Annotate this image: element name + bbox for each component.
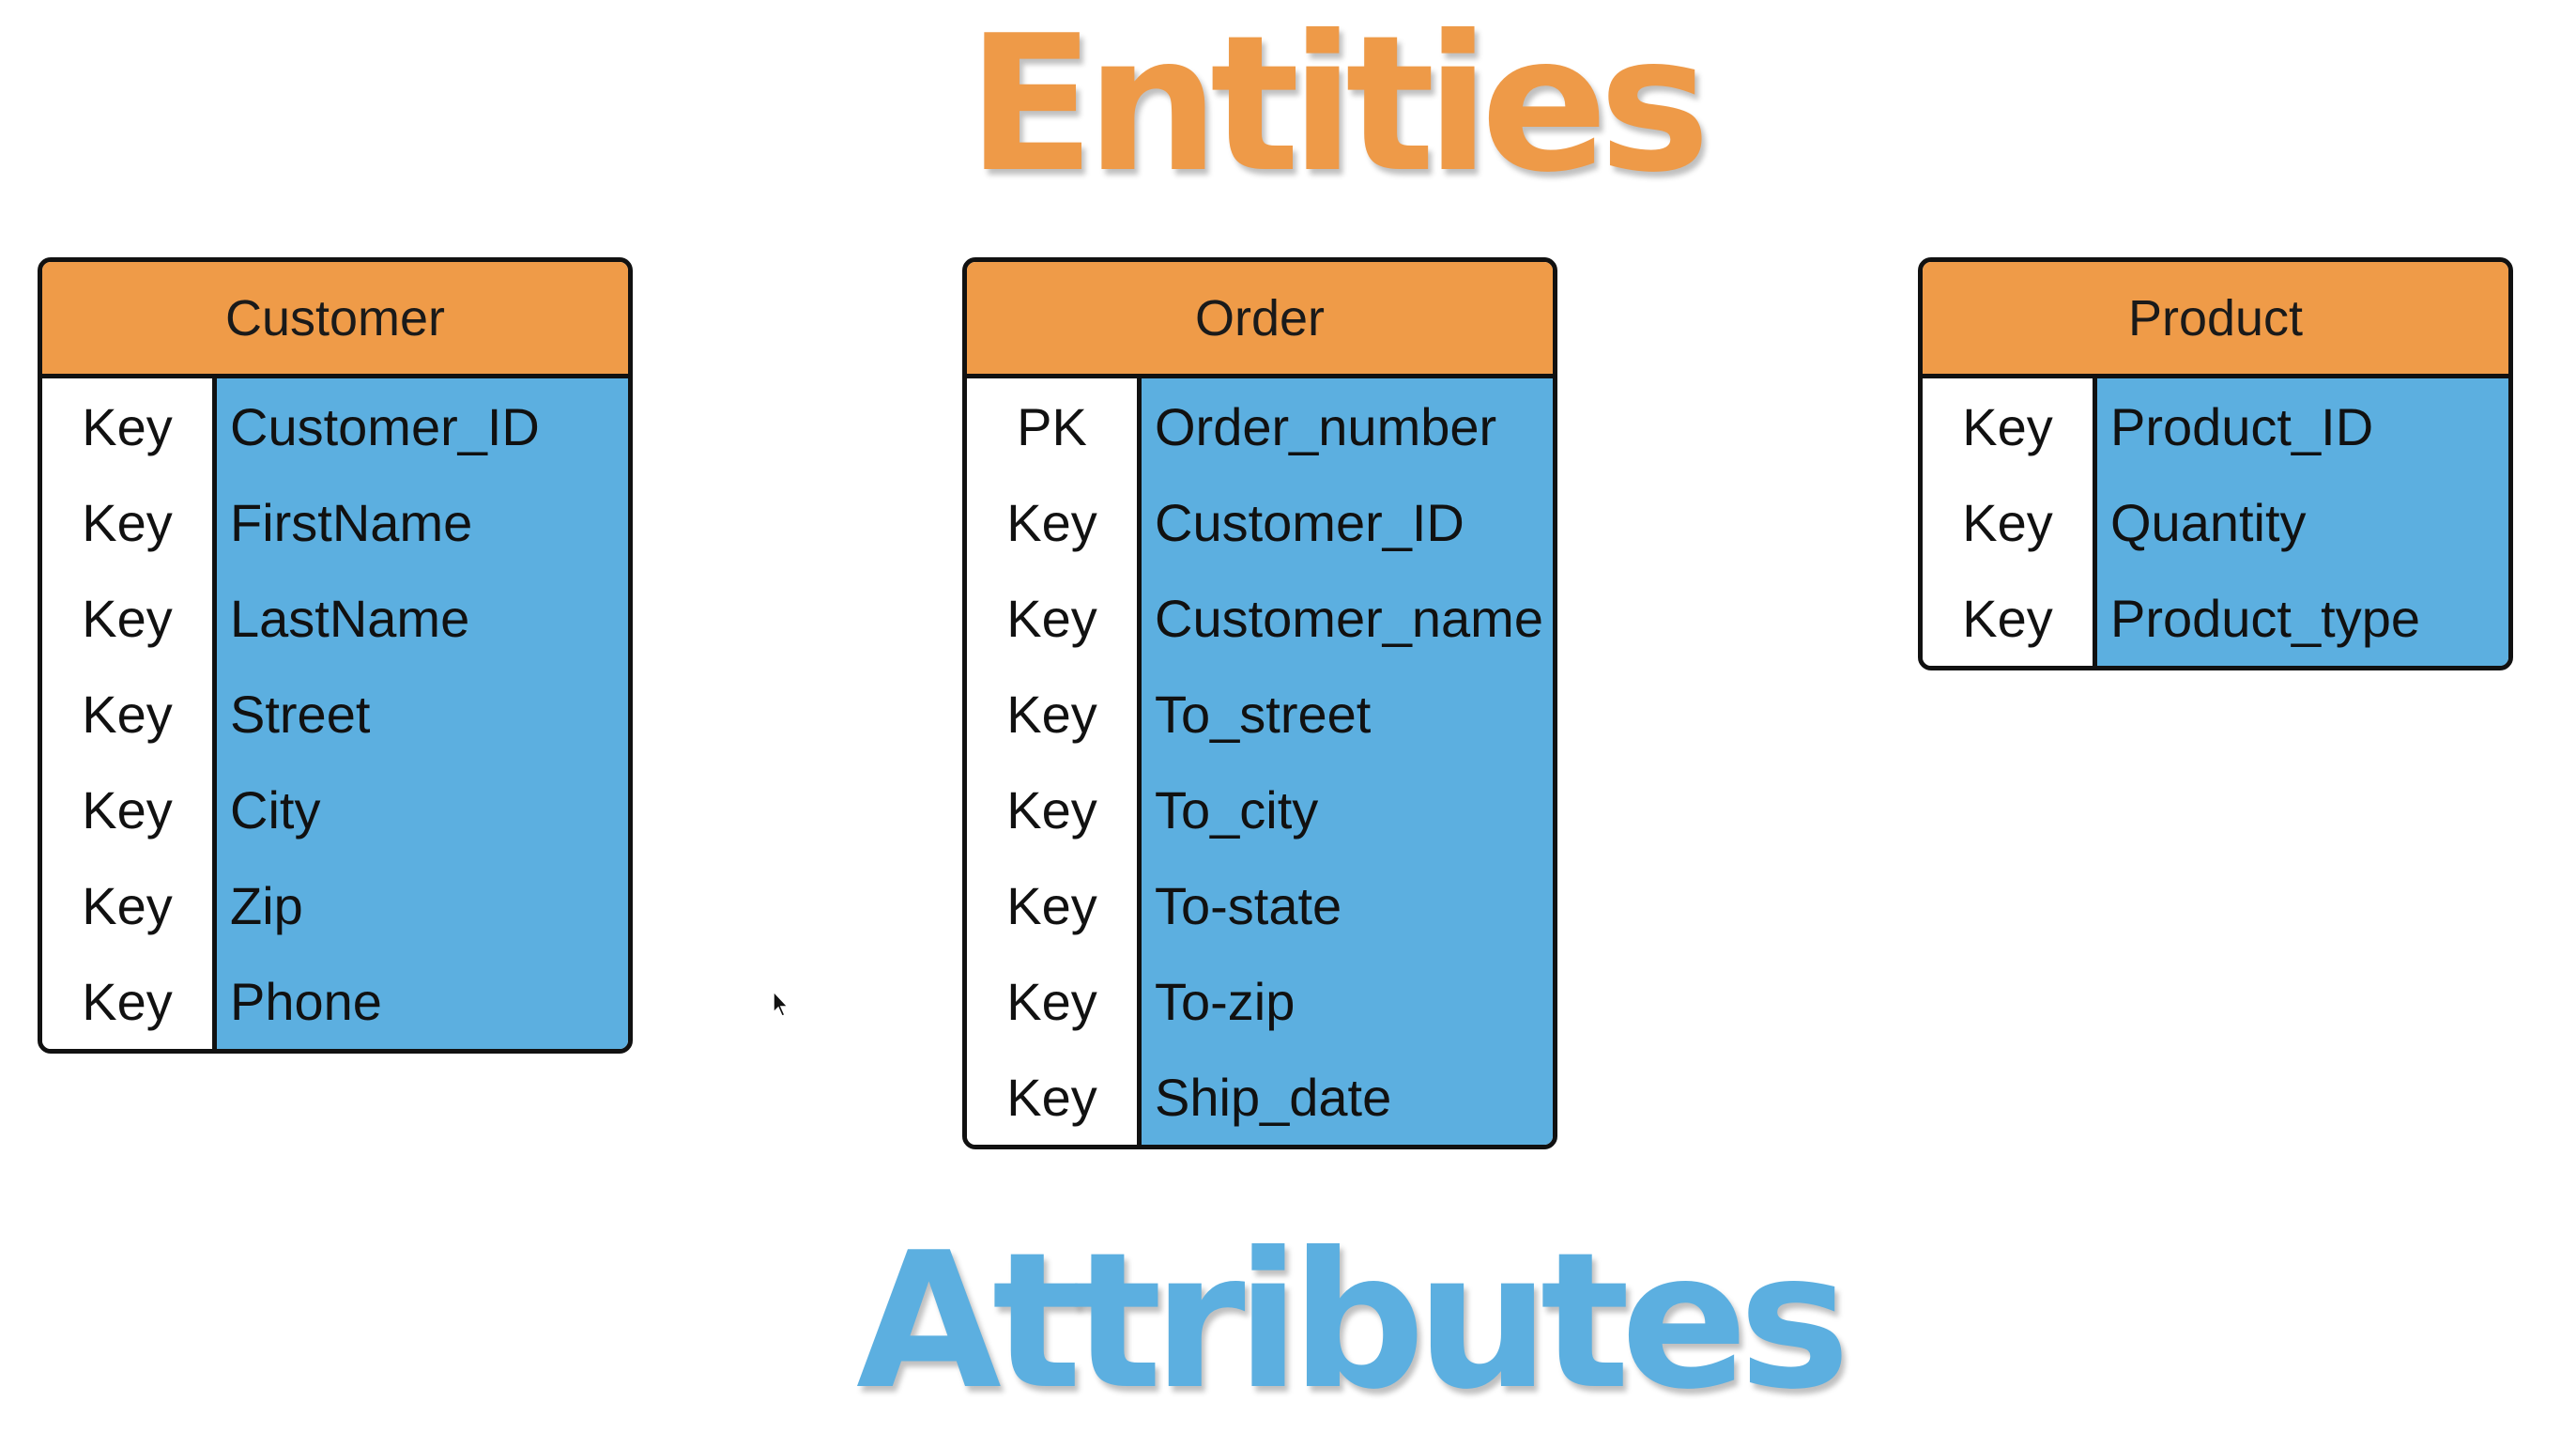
key-cell: Key <box>82 971 173 1031</box>
key-column: Key Key Key <box>1923 378 2097 666</box>
entity-body: Key Key Key Product_ID Quantity Product_… <box>1923 378 2508 666</box>
key-cell: Key <box>1006 971 1097 1031</box>
key-cell: Key <box>1006 588 1097 648</box>
entity-table-order: Order PK Key Key Key Key Key Key Key Ord… <box>962 257 1557 1149</box>
key-cell: Key <box>1006 684 1097 744</box>
attribute-column: Customer_ID FirstName LastName Street Ci… <box>217 378 628 1049</box>
key-cell: Key <box>82 492 173 552</box>
key-cell: Key <box>82 779 173 840</box>
attribute-cell: Zip <box>230 875 303 935</box>
entity-body: PK Key Key Key Key Key Key Key Order_num… <box>967 378 1553 1145</box>
entities-title: Entities <box>967 0 1710 214</box>
entity-header: Customer <box>42 262 628 378</box>
key-cell: Key <box>1006 492 1097 552</box>
entity-table-customer: Customer Key Key Key Key Key Key Key Cus… <box>38 257 633 1054</box>
attribute-cell: Customer_ID <box>230 396 540 456</box>
mouse-cursor-icon <box>773 990 790 1017</box>
attributes-title: Attributes <box>856 1212 1850 1431</box>
attribute-column: Product_ID Quantity Product_type <box>2097 378 2508 666</box>
attribute-cell: Street <box>230 684 371 744</box>
attribute-cell: Order_number <box>1155 396 1497 456</box>
attribute-cell: Product_ID <box>2110 396 2374 456</box>
attribute-cell: To_city <box>1155 779 1319 840</box>
key-column: PK Key Key Key Key Key Key Key <box>967 378 1142 1145</box>
key-cell: Key <box>1006 779 1097 840</box>
attribute-cell: Phone <box>230 971 382 1031</box>
key-cell: Key <box>82 875 173 935</box>
entity-header: Product <box>1923 262 2508 378</box>
key-cell: Key <box>82 588 173 648</box>
attribute-cell: Ship_date <box>1155 1067 1392 1127</box>
attribute-column: Order_number Customer_ID Customer_name T… <box>1142 378 1553 1145</box>
entity-table-product: Product Key Key Key Product_ID Quantity … <box>1918 257 2513 670</box>
attribute-cell: Quantity <box>2110 492 2307 552</box>
attribute-cell: To-state <box>1155 875 1342 935</box>
attribute-cell: To-zip <box>1155 971 1296 1031</box>
key-cell: Key <box>82 396 173 456</box>
key-cell: PK <box>1017 396 1087 456</box>
key-cell: Key <box>1962 396 2053 456</box>
attribute-cell: FirstName <box>230 492 473 552</box>
key-cell: Key <box>1006 1067 1097 1127</box>
attribute-cell: Customer_ID <box>1155 492 1464 552</box>
attribute-cell: Customer_name <box>1155 588 1543 648</box>
entity-body: Key Key Key Key Key Key Key Customer_ID … <box>42 378 628 1049</box>
key-cell: Key <box>82 684 173 744</box>
key-column: Key Key Key Key Key Key Key <box>42 378 217 1049</box>
key-cell: Key <box>1962 588 2053 648</box>
key-cell: Key <box>1962 492 2053 552</box>
attribute-cell: Product_type <box>2110 588 2420 648</box>
entity-header: Order <box>967 262 1553 378</box>
attribute-cell: LastName <box>230 588 470 648</box>
key-cell: Key <box>1006 875 1097 935</box>
attribute-cell: City <box>230 779 321 840</box>
attribute-cell: To_street <box>1155 684 1372 744</box>
